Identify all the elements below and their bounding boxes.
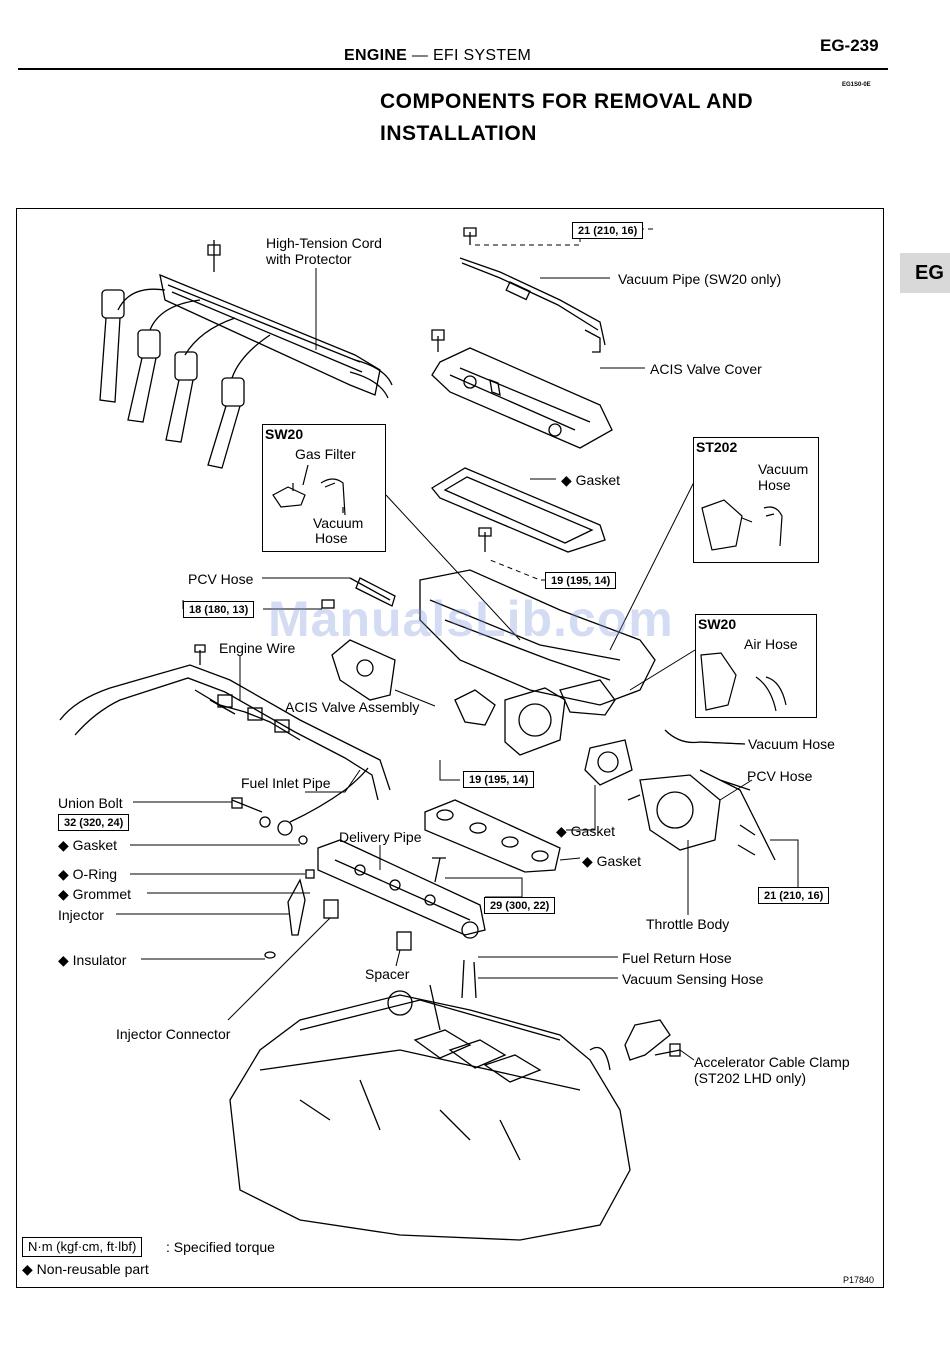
header-rule xyxy=(18,68,888,70)
injector-drawing xyxy=(264,869,412,959)
inset-tag: ST202 xyxy=(696,439,738,455)
inset-tag: SW20 xyxy=(698,616,737,632)
gasket-mid-label: ◆ Gasket xyxy=(556,823,616,839)
accel-clamp-drawing xyxy=(624,1019,681,1061)
watermark: ManualsLib.com xyxy=(268,591,674,647)
fuel-return-drawing xyxy=(461,959,477,999)
torque-spec-delivery-pipe: 29 (300, 22) xyxy=(484,897,556,914)
acis-valve-drawing xyxy=(331,639,496,726)
torque-spec-throttle-body: 21 (210, 16) xyxy=(758,887,830,904)
vacuum-hose-right-label: Vacuum Hose xyxy=(748,736,835,752)
gas-filter-label: Gas Filter xyxy=(295,446,356,462)
section-heading: ENGINE — EFI SYSTEM xyxy=(344,47,531,65)
diamond-icon: ◆ xyxy=(22,1261,33,1277)
inset-sw20-air-hose: SW20 Air Hose xyxy=(695,614,817,718)
injector-label: Injector xyxy=(58,907,104,923)
gasket-left-label: ◆ Gasket xyxy=(58,837,118,853)
legend-torque-text: : Specified torque xyxy=(166,1239,275,1255)
acis-valve-cover-label: ACIS Valve Cover xyxy=(650,361,762,377)
vacuum-sensing-hose-label: Vacuum Sensing Hose xyxy=(622,971,764,987)
high-tension-cord-label-2: with Protector xyxy=(266,251,352,267)
page-number: EG-239 xyxy=(820,36,879,55)
inset-sw20-gas-filter: SW20 Gas Filter Vacuum Hose xyxy=(262,424,386,552)
gasket-mid2-label: ◆ Gasket xyxy=(582,853,642,869)
acis-valve-assembly-label: ACIS Valve Assembly xyxy=(285,699,420,715)
vacuum-hose-drawing xyxy=(664,729,746,745)
throttle-body-label: Throttle Body xyxy=(646,916,730,932)
o-ring-label: ◆ O-Ring xyxy=(58,866,118,882)
inset-st202: ST202 Vacuum Hose xyxy=(693,437,819,563)
pcv-hose-drawing xyxy=(349,577,391,601)
doc-code: EG1S0-0E xyxy=(842,82,871,88)
torque-spec-vacuum-pipe: 21 (210, 16) xyxy=(572,222,644,239)
torque-spec-union-bolt: 32 (320, 24) xyxy=(58,814,130,831)
delivery-pipe-drawing xyxy=(317,839,486,939)
section-main: ENGINE xyxy=(344,47,408,64)
gasket-top-drawing xyxy=(431,467,606,553)
section-sub: EFI SYSTEM xyxy=(432,47,532,64)
pcv-hose-left-label: PCV Hose xyxy=(188,571,254,587)
vacuum-hose-label-b: Hose xyxy=(315,530,348,546)
torque-spec-pcv: 18 (180, 13) xyxy=(183,601,255,618)
page-title: COMPONENTS FOR REMOVAL AND INSTALLATION xyxy=(380,90,754,145)
pcv-hose-right-label: PCV Hose xyxy=(747,768,813,784)
delivery-pipe-label: Delivery Pipe xyxy=(339,829,422,845)
fuel-inlet-drawing xyxy=(231,767,369,845)
union-bolt-label: Union Bolt xyxy=(58,795,123,811)
diagram-frame xyxy=(16,208,884,1288)
vacuum-pipe-label: Vacuum Pipe (SW20 only) xyxy=(618,271,782,287)
fuel-return-hose-label: Fuel Return Hose xyxy=(622,950,732,966)
high-tension-cord-drawing xyxy=(99,240,393,469)
air-hose-label: Air Hose xyxy=(744,636,798,652)
injector-connector-label: Injector Connector xyxy=(116,1026,231,1042)
section-separator: — xyxy=(407,47,433,64)
spacer-label: Spacer xyxy=(365,966,410,982)
accelerator-cable-clamp-label: Accelerator Cable Clamp xyxy=(694,1054,850,1070)
legend-torque-unit: N·m (kgf·cm, ft·lbf) xyxy=(22,1237,143,1257)
accelerator-cable-clamp-note: (ST202 LHD only) xyxy=(694,1070,807,1086)
intake-gasket-drawing xyxy=(424,799,561,873)
throttle-flange-drawing xyxy=(504,679,776,861)
high-tension-cord-label: High-Tension Cord xyxy=(266,235,382,251)
vacuum-label: Vacuum xyxy=(758,461,809,477)
gasket-top-label: ◆ Gasket xyxy=(561,472,621,488)
insulator-label: ◆ Insulator xyxy=(58,952,127,968)
acis-cover-drawing xyxy=(431,329,613,449)
fuel-inlet-pipe-label: Fuel Inlet Pipe xyxy=(241,775,331,791)
intake-manifold-drawing xyxy=(355,569,656,706)
engine-wire-drawing xyxy=(59,644,391,801)
torque-spec-acis-bolt: 19 (195, 14) xyxy=(463,771,535,788)
hose-label: Hose xyxy=(758,477,791,493)
engine-wire-label: Engine Wire xyxy=(219,640,296,656)
legend-nonreusable: ◆ Non-reusable part xyxy=(22,1261,149,1277)
vacuum-hose-label-a: Vacuum xyxy=(313,515,364,531)
inset-tag: SW20 xyxy=(265,426,304,442)
engine-block-drawing xyxy=(229,984,631,1241)
vacuum-pipe-drawing xyxy=(459,227,606,353)
grommet-label: ◆ Grommet xyxy=(58,886,132,902)
side-tab: EG xyxy=(900,253,950,293)
torque-spec-cover-bolt: 19 (195, 14) xyxy=(545,572,617,589)
figure-number: P17840 xyxy=(843,1275,875,1285)
